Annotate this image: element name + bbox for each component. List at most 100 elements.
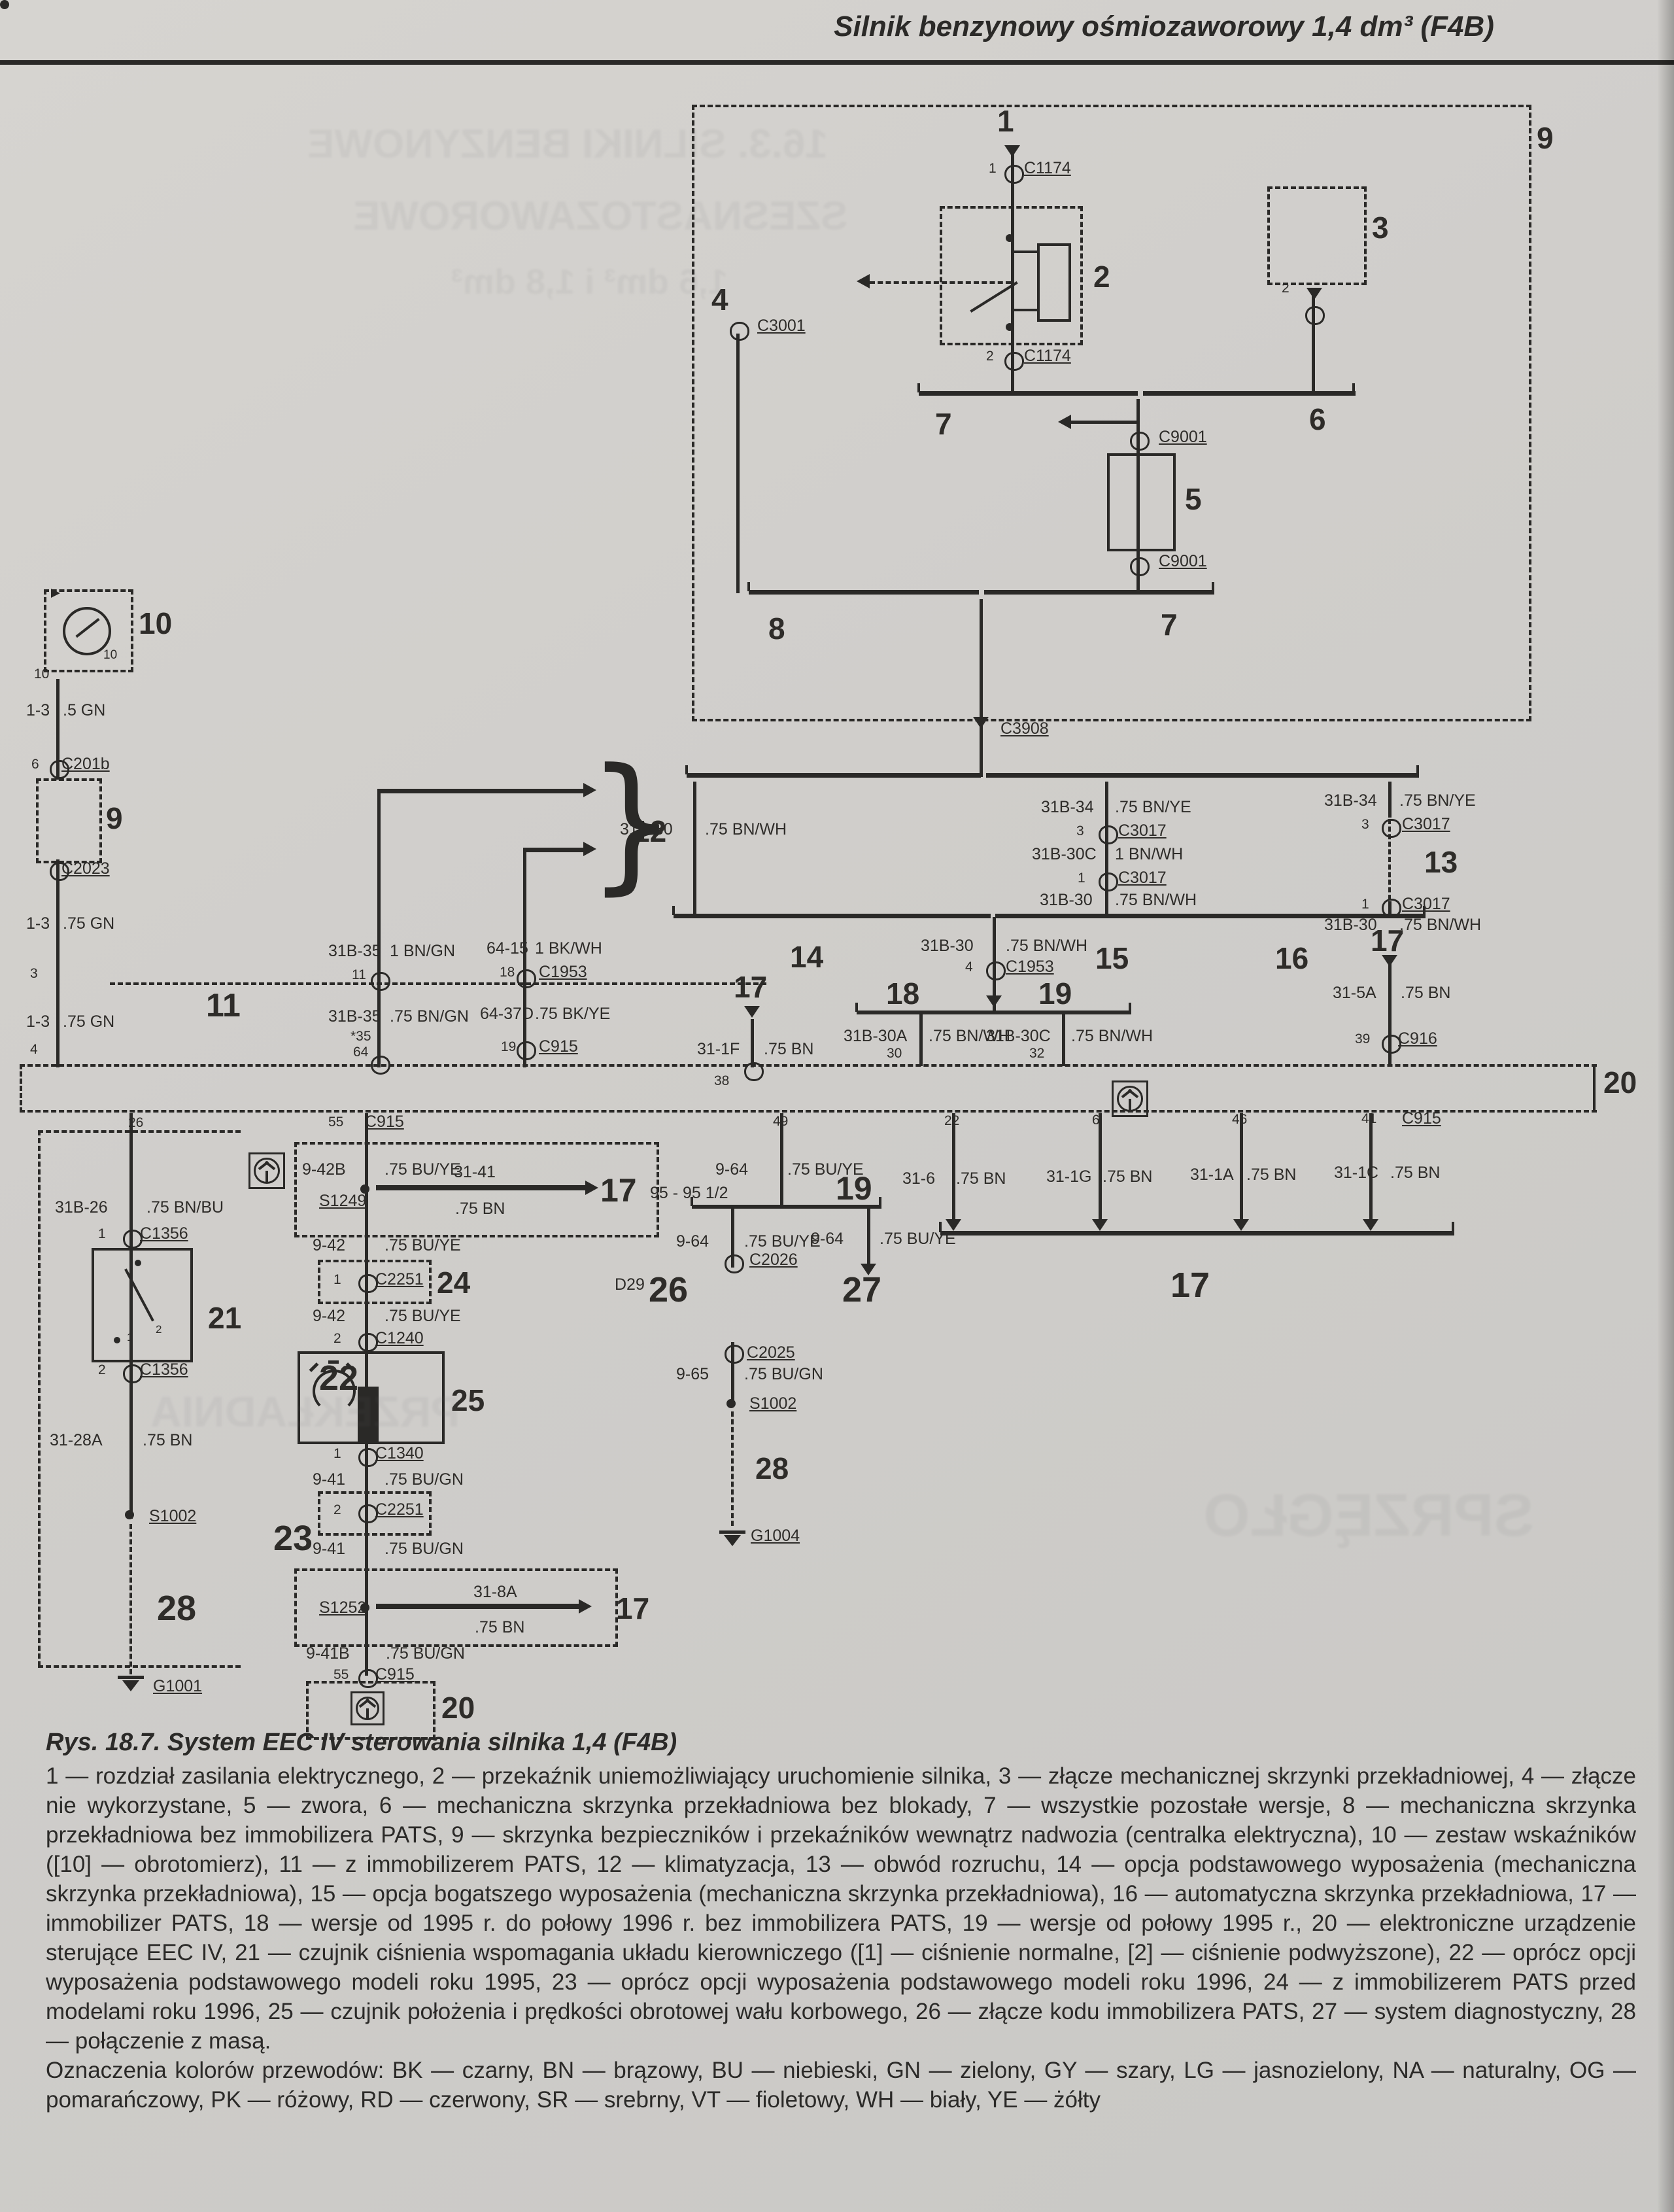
boundary-11 bbox=[110, 982, 766, 985]
arrow-feed-1 bbox=[1004, 145, 1020, 157]
wire-label: 1 BK/WH bbox=[535, 939, 602, 958]
wire-1 bbox=[1011, 149, 1014, 392]
wire-label: 1 bbox=[333, 1272, 341, 1287]
connector-label: C915 bbox=[1402, 1109, 1441, 1128]
connector-label: G1001 bbox=[153, 1677, 203, 1695]
wire-label: 31B-35 bbox=[328, 942, 381, 960]
connector-label: C3908 bbox=[1000, 719, 1049, 738]
dashed-line bbox=[20, 1064, 22, 1113]
arrow-c3908 bbox=[973, 717, 989, 729]
splice-arrow-s1252 bbox=[376, 1604, 579, 1609]
wire-line bbox=[1388, 782, 1392, 818]
callout-7a: 7 bbox=[935, 407, 952, 441]
wire-line bbox=[1423, 906, 1426, 915]
splice-s1002b bbox=[726, 1399, 736, 1408]
relay-control-arrow-head-icon bbox=[857, 274, 870, 288]
connector-icon bbox=[1130, 557, 1150, 567]
connector-icon bbox=[358, 1504, 378, 1514]
wire-label: 31-8A bbox=[473, 1583, 517, 1601]
wire-line bbox=[685, 765, 688, 774]
wire-label: 4 bbox=[965, 959, 973, 975]
connector-icon bbox=[517, 1050, 536, 1060]
connector-arrow-icon bbox=[1363, 1219, 1378, 1231]
wire-label: 9-41 bbox=[313, 1540, 346, 1558]
connector-label: C1174 bbox=[1024, 159, 1071, 177]
bracket-17 bbox=[940, 1231, 1454, 1236]
connector-label: C9001 bbox=[1159, 428, 1207, 446]
page-title: Silnik benzynowy ośmiozaworowy 1,4 dm³ (… bbox=[834, 10, 1494, 43]
connector-icon bbox=[1130, 432, 1150, 441]
box-21-pressure-switch bbox=[92, 1248, 193, 1362]
box-23 bbox=[318, 1491, 432, 1536]
wire-label: .75 BN bbox=[455, 1200, 505, 1218]
bus-main-upper bbox=[687, 773, 981, 778]
wire-line bbox=[1416, 765, 1419, 774]
connector-label: C9001 bbox=[1159, 552, 1207, 570]
box-5-jumper bbox=[1107, 453, 1176, 551]
callout-27: 27 bbox=[842, 1270, 882, 1309]
callout-28a: 28 bbox=[157, 1589, 197, 1628]
wire-label: 2 bbox=[156, 1323, 162, 1336]
wire-label: 1 bbox=[989, 161, 997, 176]
callout-19a: 19 bbox=[1038, 976, 1072, 1011]
wire-line bbox=[672, 906, 675, 915]
wire-line bbox=[747, 582, 750, 591]
connector-icon bbox=[50, 862, 69, 872]
connector-icon bbox=[123, 1374, 143, 1383]
box-10-instrument-cluster bbox=[44, 589, 133, 672]
connector-icon bbox=[50, 769, 69, 779]
wire-label: 9-42B bbox=[302, 1160, 346, 1179]
wire-line bbox=[1212, 582, 1214, 591]
callout-2: 2 bbox=[1093, 260, 1110, 294]
wire-label: .75 BN bbox=[1390, 1164, 1441, 1182]
figure-caption: Rys. 18.7. System EEC IV sterowania siln… bbox=[46, 1728, 1636, 2115]
wire-label: D29 bbox=[615, 1275, 645, 1294]
connector-icon bbox=[1004, 352, 1024, 362]
wire-label: 2 bbox=[98, 1362, 106, 1377]
connector-icon bbox=[1382, 1044, 1401, 1054]
box-25-crank-sensor bbox=[298, 1351, 445, 1444]
wire-label: .75 BU/YE bbox=[384, 1160, 461, 1179]
connector-icon bbox=[1382, 1035, 1401, 1045]
connector-icon bbox=[371, 981, 390, 991]
sensor-element bbox=[358, 1387, 379, 1443]
wire-label: .75 BU/YE bbox=[384, 1236, 461, 1254]
connector-icon bbox=[123, 1239, 143, 1249]
wire-label: 31-1A bbox=[1190, 1166, 1234, 1184]
wire-line bbox=[731, 1207, 734, 1268]
wire-label: 1-3 bbox=[26, 1012, 50, 1031]
wire-label: 18 bbox=[500, 965, 515, 980]
wire-64-15 bbox=[523, 852, 526, 1067]
wire-line bbox=[1129, 1003, 1131, 1012]
wire-line bbox=[1240, 1113, 1243, 1223]
wire-label: 55 bbox=[328, 1115, 344, 1130]
connector-icon bbox=[1382, 819, 1401, 829]
wire-label: 31-41 bbox=[454, 1163, 496, 1181]
switch-contact-1 bbox=[114, 1337, 120, 1343]
header-rule bbox=[0, 60, 1674, 65]
wire-label: 3 bbox=[1076, 823, 1084, 838]
bleed-through-text: PRZEKŁADNIA bbox=[150, 1387, 460, 1436]
wire-label: .75 GN bbox=[63, 914, 115, 933]
dashed-line bbox=[38, 1665, 241, 1668]
ground-g1001-bar bbox=[118, 1676, 144, 1679]
arrow-to-12b bbox=[523, 847, 583, 851]
wire-label: 31B-34 bbox=[1324, 791, 1377, 810]
wire-c3908 bbox=[980, 599, 983, 777]
connector-icon bbox=[1004, 165, 1024, 175]
connector-icon bbox=[1099, 835, 1118, 844]
splice-arrow-s1249-head-icon bbox=[585, 1181, 598, 1195]
wire-label: 2 bbox=[333, 1502, 341, 1517]
callout-26: 26 bbox=[649, 1270, 689, 1309]
connector-icon bbox=[1099, 825, 1118, 835]
variant-box-left bbox=[38, 1130, 41, 1667]
connector-icon bbox=[517, 969, 536, 979]
figure-caption-legend: 1 — rozdział zasilania elektrycznego, 2 … bbox=[46, 1763, 1636, 2054]
connector-label: S1002 bbox=[149, 1507, 197, 1525]
connector-icon bbox=[358, 1448, 378, 1458]
callout-5: 5 bbox=[1185, 482, 1202, 516]
wire-label: .75 BN/WH bbox=[1071, 1027, 1153, 1045]
callout-23: 23 bbox=[273, 1519, 313, 1558]
callout-21: 21 bbox=[208, 1301, 242, 1335]
